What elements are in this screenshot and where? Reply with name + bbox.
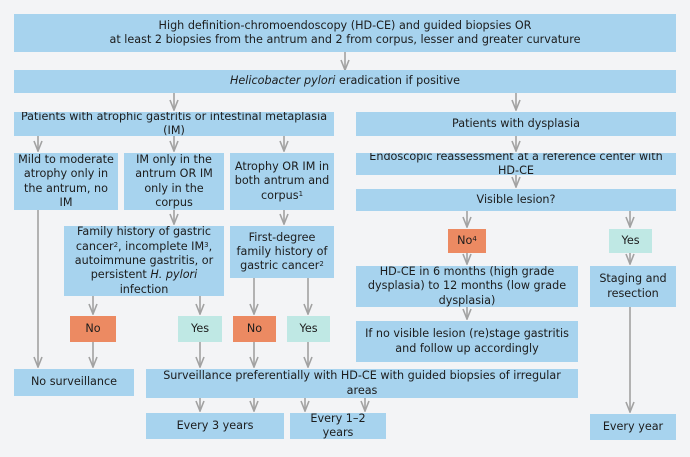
family-history-box: Family history of gastric cancer2, incom… (64, 226, 224, 296)
staging-resection-text: Staging and resection (599, 272, 667, 300)
im-only-text: IM only in the antrum OR IM only in the … (135, 153, 213, 209)
footnote-3: 3 (204, 240, 209, 249)
footnote-2b: 2 (319, 260, 324, 269)
no-first-degree-badge: No (233, 316, 276, 342)
yes-first-degree-badge: Yes (287, 316, 330, 342)
every-3-years-text: Every 3 years (176, 418, 254, 432)
no-lesion-badge: No4 (448, 229, 486, 253)
hdce-followup-box: HD-CE in 6 months (high grade dysplasia)… (356, 266, 578, 307)
reassessment-box: Endoscopic reassessment at a reference c… (356, 153, 676, 175)
no-visible-lesion-text: If no visible lesion (re)stage gastritis… (365, 327, 569, 355)
hp-italic-text: Helicobacter pylori (229, 74, 336, 88)
atrophy-or-im-text: Atrophy OR IM in both antrum and corpus (234, 160, 330, 202)
surveillance-text: Surveillance preferentially with HD-CE w… (163, 369, 561, 397)
footnote-1: 1 (298, 189, 304, 198)
hdce-biopsy-box: High definition-chromoendoscopy (HD-CE) … (14, 14, 676, 52)
every-3-years-box: Every 3 years (146, 413, 284, 439)
first-degree-history-box: First-degree family history of gastric c… (230, 226, 334, 278)
dysplasia-text: Patients with dysplasia (451, 116, 581, 130)
hp-eradication-box: Helicobacter pylori eradication if posit… (14, 70, 676, 93)
no-surveillance-text: No surveillance (30, 375, 118, 389)
footnote-4: 4 (472, 234, 477, 243)
every-year-text: Every year (602, 419, 664, 433)
im-only-box: IM only in the antrum OR IM only in the … (124, 153, 224, 210)
every-year-box: Every year (590, 414, 676, 440)
mild-atrophy-box: Mild to moderate atrophy only in the ant… (14, 153, 118, 210)
yes-family-history-badge: Yes (178, 316, 222, 342)
staging-resection-box: Staging and resection (590, 266, 676, 307)
reassessment-text: Endoscopic reassessment at a reference c… (369, 153, 663, 175)
no-surveillance-box: No surveillance (14, 369, 134, 396)
yes-lesion-badge: Yes (609, 229, 652, 253)
visible-lesion-text: Visible lesion? (476, 192, 556, 206)
every-1-2-years-text: Every 1–2 years (310, 413, 366, 439)
atrophic-gastritis-box: Patients with atrophic gastritis or inte… (14, 112, 334, 136)
hp-text: eradication if positive (335, 74, 461, 88)
no-family-history-badge: No (70, 316, 116, 342)
surveillance-box: Surveillance preferentially with HD-CE w… (146, 369, 578, 398)
dysplasia-box: Patients with dysplasia (356, 112, 676, 136)
hdce-followup-text: HD-CE in 6 months (high grade dysplasia)… (367, 266, 567, 307)
atrophic-gastritis-text: Patients with atrophic gastritis or inte… (20, 112, 328, 136)
first-degree-history-text: First-degree family history of gastric c… (236, 230, 328, 273)
mild-atrophy-text: Mild to moderate atrophy only in the ant… (18, 153, 114, 209)
visible-lesion-box: Visible lesion? (356, 189, 676, 211)
no-visible-lesion-box: If no visible lesion (re)stage gastritis… (356, 321, 578, 362)
hdce-biopsy-text: High definition-chromoendoscopy (HD-CE) … (109, 18, 581, 46)
atrophy-or-im-box: Atrophy OR IM in both antrum and corpus1 (230, 153, 334, 210)
footnote-2: 2 (113, 240, 119, 249)
every-1-2-years-box: Every 1–2 years (290, 413, 386, 439)
